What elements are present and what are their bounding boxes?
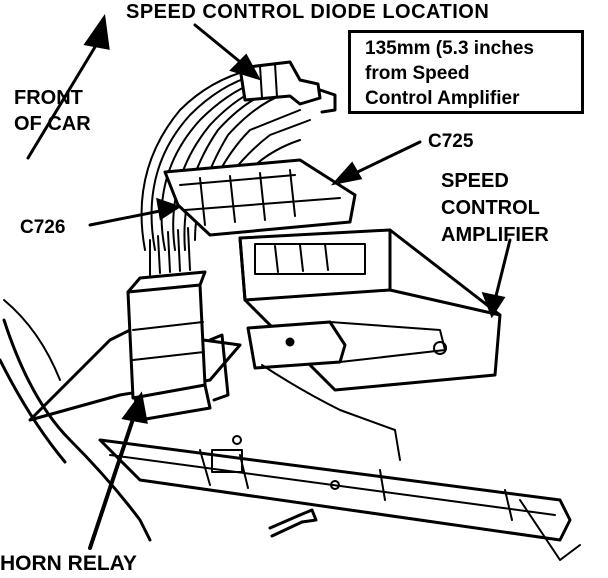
frame-rail <box>98 438 572 542</box>
diagram-title: SPEED CONTROL DIODE LOCATION <box>126 1 490 23</box>
note-line-3: Control Amplifier <box>365 88 520 109</box>
arrow-front-of-car <box>26 40 100 160</box>
mounting-screw <box>268 513 304 538</box>
amplifier-bracket <box>246 320 347 370</box>
car-body-curve <box>2 318 152 542</box>
arrow-horn-relay <box>88 408 138 550</box>
amplifier-label-line-1: SPEED <box>441 170 509 192</box>
arrow-c726 <box>88 208 167 227</box>
connector-c725-label: C725 <box>428 131 474 152</box>
mounting-bracket <box>28 328 242 422</box>
arrow-amplifier <box>493 238 512 302</box>
relay-mount-tab <box>208 333 230 402</box>
amplifier-socket <box>254 243 366 275</box>
front-of-car-label-line-1: FRONT <box>14 87 83 109</box>
horn-relay-label: HORN RELAY <box>0 552 137 575</box>
note-line-1: 135mm (5.3 inches <box>365 38 534 59</box>
rail-slot <box>211 449 243 473</box>
car-body-inner-curve <box>0 358 67 464</box>
amplifier-label-line-2: CONTROL <box>441 197 540 219</box>
connector-block <box>163 158 357 237</box>
amplifier-label-line-3: AMPLIFIER <box>441 224 549 246</box>
wire-harness <box>140 69 251 251</box>
measurement-note-box: 135mm (5.3 inches from Speed Control Amp… <box>348 30 584 114</box>
horn-relay-body <box>126 283 207 400</box>
note-line-2: from Speed <box>365 63 470 84</box>
front-of-car-label-line-2: OF CAR <box>14 113 91 135</box>
connector-c726-label: C726 <box>20 217 66 238</box>
